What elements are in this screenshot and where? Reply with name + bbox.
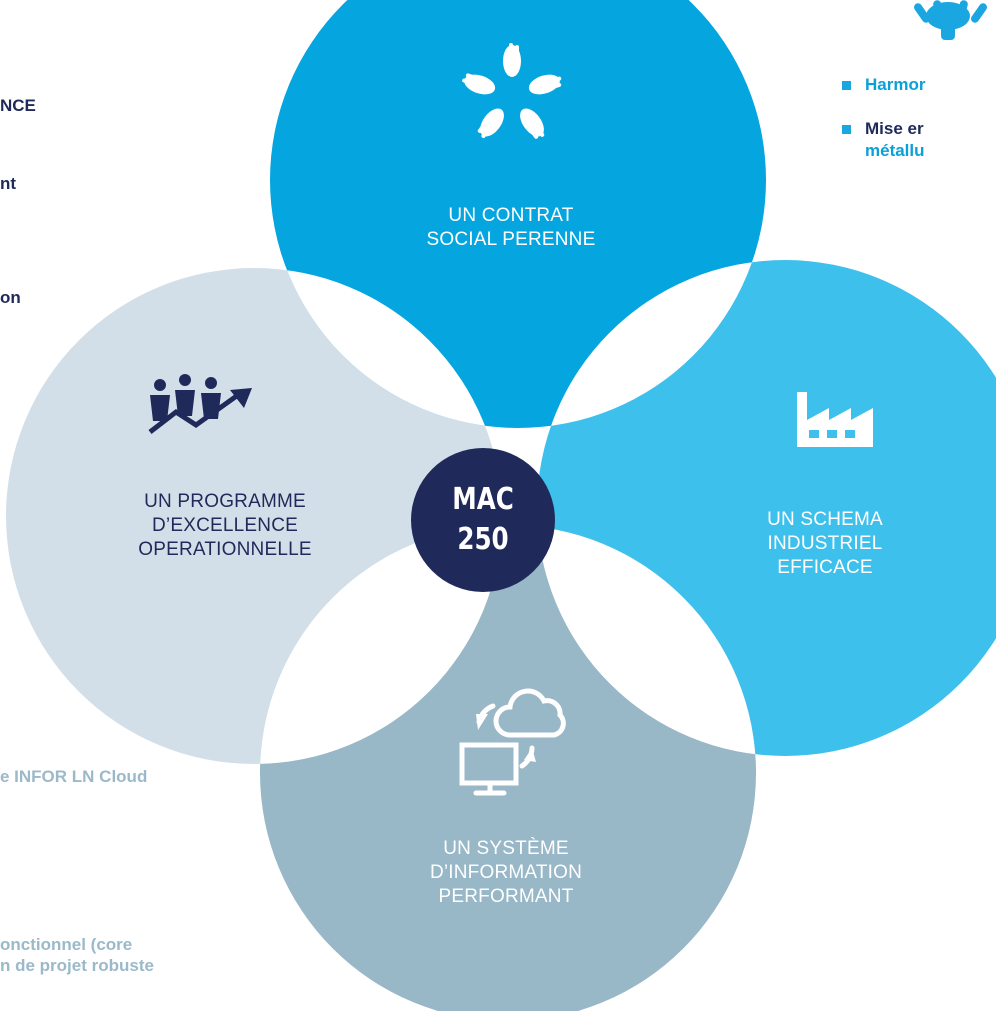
center-title-line1: MAC bbox=[452, 482, 514, 517]
arrow-head-bottom bbox=[524, 748, 536, 762]
petal-top-label: UN CONTRAT SOCIAL PERENNE bbox=[376, 204, 646, 252]
left-text-line6: n de projet robuste bbox=[0, 956, 154, 975]
bullet-marker bbox=[842, 81, 851, 90]
bullet-marker bbox=[842, 125, 851, 134]
center-title-line2: 250 bbox=[457, 522, 509, 557]
arrow-head-top bbox=[476, 714, 488, 730]
left-text-line2: nt bbox=[0, 174, 17, 193]
petal-left-line3: OPERATIONNELLE bbox=[138, 539, 312, 560]
center-disk bbox=[411, 448, 555, 592]
left-text-line4: e INFOR LN Cloud bbox=[0, 767, 148, 786]
team-growth-icon bbox=[148, 374, 252, 434]
petal-right-line2: INDUSTRIEL bbox=[767, 533, 883, 554]
left-text-line3: on bbox=[0, 288, 21, 307]
petal-left-line2: D’EXCELLENCE bbox=[151, 515, 298, 536]
hands-together-icon bbox=[462, 43, 562, 139]
petal-left-line1: UN PROGRAMME bbox=[144, 491, 306, 512]
petal-left-label: UN PROGRAMME D’EXCELLENCE OPERATIONNELLE bbox=[90, 490, 360, 562]
partial-hands-icon bbox=[913, 0, 988, 40]
overlap-bottom-left bbox=[260, 525, 502, 764]
left-text-line1: NCE bbox=[0, 96, 36, 115]
petal-bottom-line2: D’INFORMATION bbox=[429, 862, 583, 883]
center-title: MAC 250 bbox=[424, 448, 542, 592]
factory-icon bbox=[797, 392, 873, 447]
petal-right-line3: EFFICACE bbox=[777, 557, 873, 578]
petal-bottom-label: UN SYSTÈME D’INFORMATION PERFORMANT bbox=[371, 837, 641, 909]
right-item2-line1: Mise er bbox=[865, 119, 924, 138]
petal-right-line1: UN SCHEMA bbox=[767, 509, 883, 530]
petal-top-line1: UN CONTRAT bbox=[448, 205, 574, 226]
right-item2-line2: métallu bbox=[865, 141, 925, 160]
right-item1: Harmor bbox=[865, 75, 926, 94]
petal-bottom-line1: UN SYSTÈME bbox=[443, 838, 569, 859]
left-text-line5: onctionnel (core bbox=[0, 935, 133, 954]
petal-top-line2: SOCIAL PERENNE bbox=[426, 229, 596, 250]
petal-right-label: UN SCHEMA INDUSTRIEL EFFICACE bbox=[720, 508, 930, 580]
petal-bottom-line3: PERFORMANT bbox=[438, 886, 574, 907]
overlap-bottom-right bbox=[537, 525, 756, 756]
